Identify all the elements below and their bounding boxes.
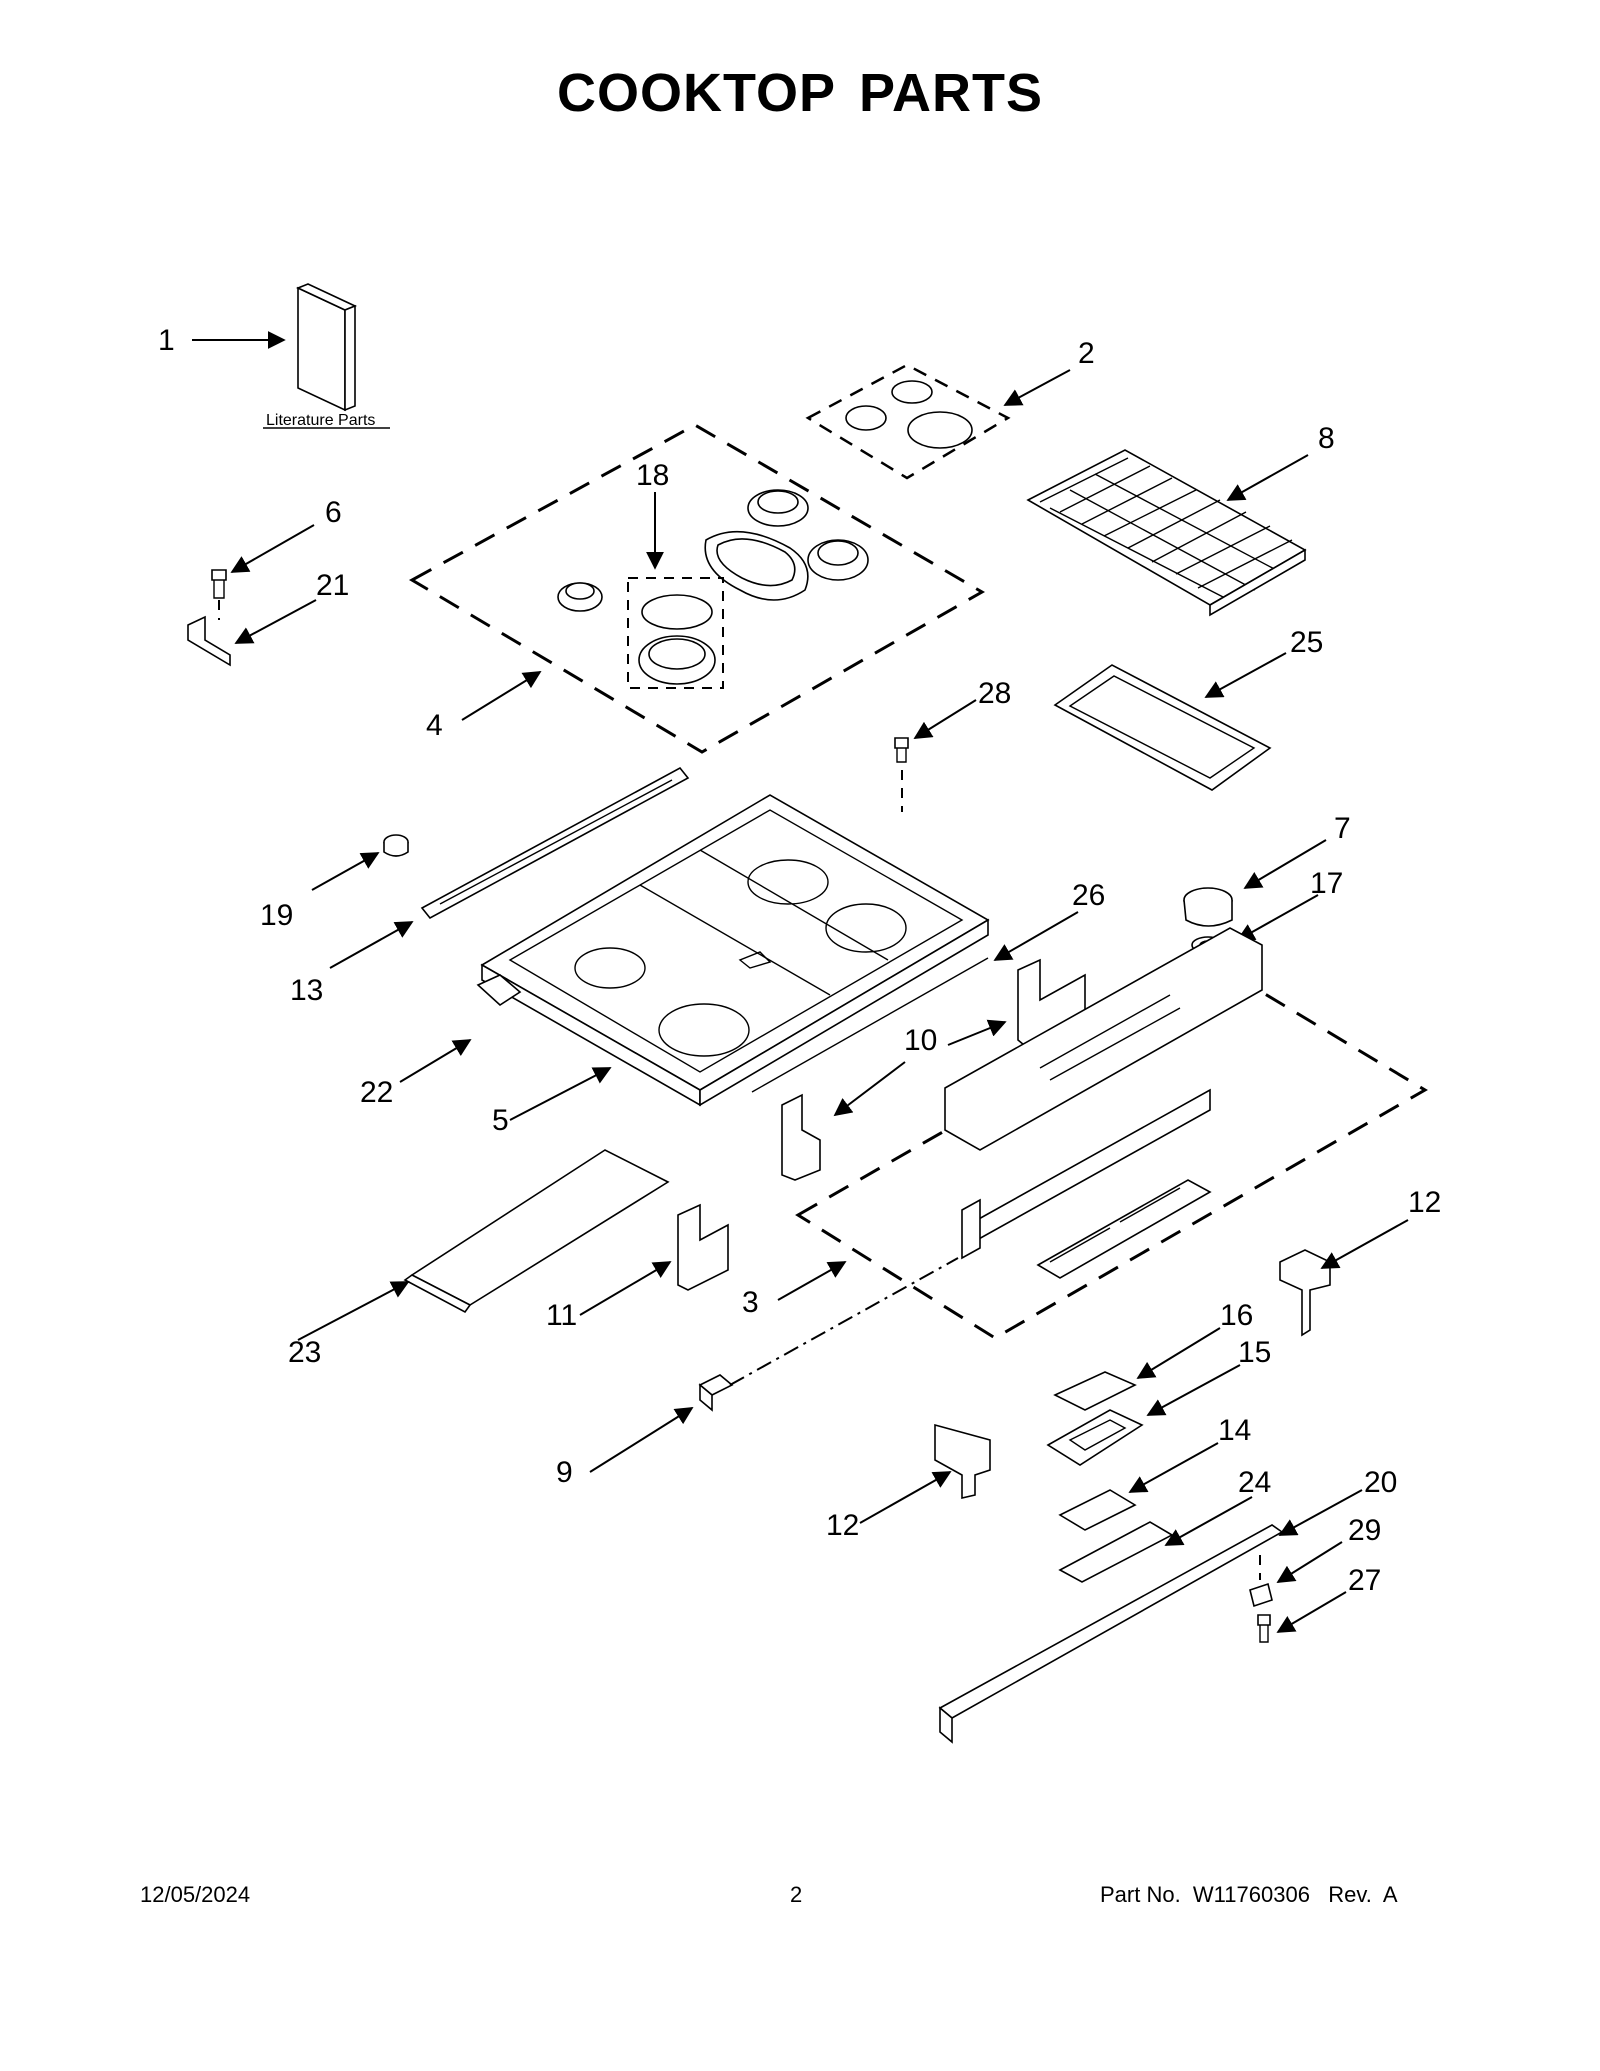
callout-2: 2 [1078, 337, 1095, 370]
control-board-15 [1046, 1409, 1144, 1466]
burner-assembly-group [408, 423, 986, 754]
callout-17: 17 [1310, 867, 1343, 900]
callout-21: 21 [316, 569, 349, 602]
callout-1: 1 [158, 324, 175, 357]
leader-line-12a [1320, 1219, 1409, 1269]
callout-6: 6 [325, 496, 342, 529]
callout-22: 22 [360, 1076, 393, 1109]
footer-part-number: Part No. W11760306 Rev. A [1100, 1882, 1398, 1907]
callout-3: 3 [742, 1286, 759, 1319]
callout-26: 26 [1072, 879, 1105, 912]
fitting-9 [698, 1257, 959, 1412]
callout-4: 4 [426, 709, 443, 742]
callout-7: 7 [1334, 812, 1351, 845]
bracket-24 [1058, 1521, 1174, 1583]
callout-13: 13 [290, 974, 323, 1007]
cover-plate [403, 1149, 670, 1314]
leader-line-22 [399, 1039, 472, 1083]
callout-19: 19 [260, 899, 293, 932]
page-title: COOKTOP PARTS [556, 63, 1044, 123]
leader-line-10a [947, 1019, 1007, 1046]
leader-line-29 [1276, 1541, 1343, 1583]
rail [420, 766, 690, 920]
callout-25: 25 [1290, 626, 1323, 659]
callout-27: 27 [1348, 1564, 1381, 1597]
leader-line-17 [1236, 894, 1319, 941]
leader-line-26 [993, 911, 1079, 961]
callout-12b: 12 [826, 1509, 859, 1542]
leader-line-4 [461, 671, 542, 721]
part-19 [383, 834, 409, 857]
leader-line-23 [297, 1281, 410, 1341]
leader-line-12b [859, 1471, 952, 1524]
leader-line-3 [777, 1261, 847, 1301]
callout-12a: 12 [1408, 1186, 1441, 1219]
part-12-upper [1279, 1249, 1331, 1337]
leader-line-11 [579, 1261, 672, 1316]
burner-cap-set [805, 363, 1011, 480]
grate [1026, 449, 1307, 617]
callout-28: 28 [978, 677, 1011, 710]
literature-parts-label: Literature Parts [266, 412, 375, 429]
part-12-lower [934, 1423, 991, 1500]
callout-20: 20 [1364, 1466, 1397, 1499]
leader-line-16 [1136, 1327, 1221, 1379]
leader-line-20 [1278, 1489, 1363, 1536]
callout-10: 10 [904, 1024, 937, 1057]
griddle [1053, 664, 1272, 791]
callout-labels: 1 2 8 18 6 21 4 28 25 19 13 7 17 26 10 2… [158, 324, 1441, 1597]
part-16 [1053, 1371, 1137, 1411]
callout-9: 9 [556, 1456, 573, 1489]
literature-parts [263, 283, 390, 429]
knob [1183, 887, 1233, 1010]
callout-18: 18 [636, 459, 669, 492]
leader-line-5 [509, 1067, 612, 1121]
leader-line-28 [913, 699, 977, 739]
cooktop-tray [480, 794, 990, 1107]
leader-line-24 [1164, 1496, 1253, 1546]
leader-line-14 [1128, 1442, 1219, 1493]
leader-line-10b [833, 1061, 906, 1117]
leader-line-6 [230, 524, 315, 573]
leader-line-2 [1003, 369, 1071, 406]
callout-14: 14 [1218, 1414, 1251, 1447]
leader-line-9 [589, 1407, 694, 1473]
leader-line-7 [1243, 839, 1327, 889]
control-board-14 [1058, 1489, 1137, 1531]
leader-line-21 [234, 599, 317, 644]
screw-28 [894, 737, 909, 812]
bracket-10b [781, 1093, 821, 1181]
leader-line-15 [1146, 1364, 1241, 1416]
callout-24: 24 [1238, 1466, 1271, 1499]
leader-line-27 [1276, 1591, 1347, 1633]
clip-29 [1249, 1555, 1273, 1608]
part-22 [476, 974, 522, 1007]
callout-5: 5 [492, 1104, 509, 1137]
control-panel-group [795, 927, 1428, 1340]
bracket-11 [677, 1203, 729, 1291]
callout-11: 11 [546, 1299, 577, 1332]
footer-date: 12/05/2024 [140, 1882, 251, 1907]
callout-15: 15 [1238, 1336, 1271, 1369]
footer-page-number: 2 [790, 1882, 803, 1907]
leader-line-8 [1226, 454, 1309, 501]
screw-27 [1257, 1614, 1271, 1643]
callout-29: 29 [1348, 1514, 1381, 1547]
callout-8: 8 [1318, 422, 1335, 455]
tray-edge-strip [751, 957, 989, 1093]
screw-and-bracket [187, 569, 231, 667]
leader-line-19 [311, 852, 380, 891]
leader-line-25 [1204, 652, 1287, 698]
callout-16: 16 [1220, 1299, 1253, 1332]
leader-line-13 [329, 921, 414, 969]
callout-23: 23 [288, 1336, 321, 1369]
